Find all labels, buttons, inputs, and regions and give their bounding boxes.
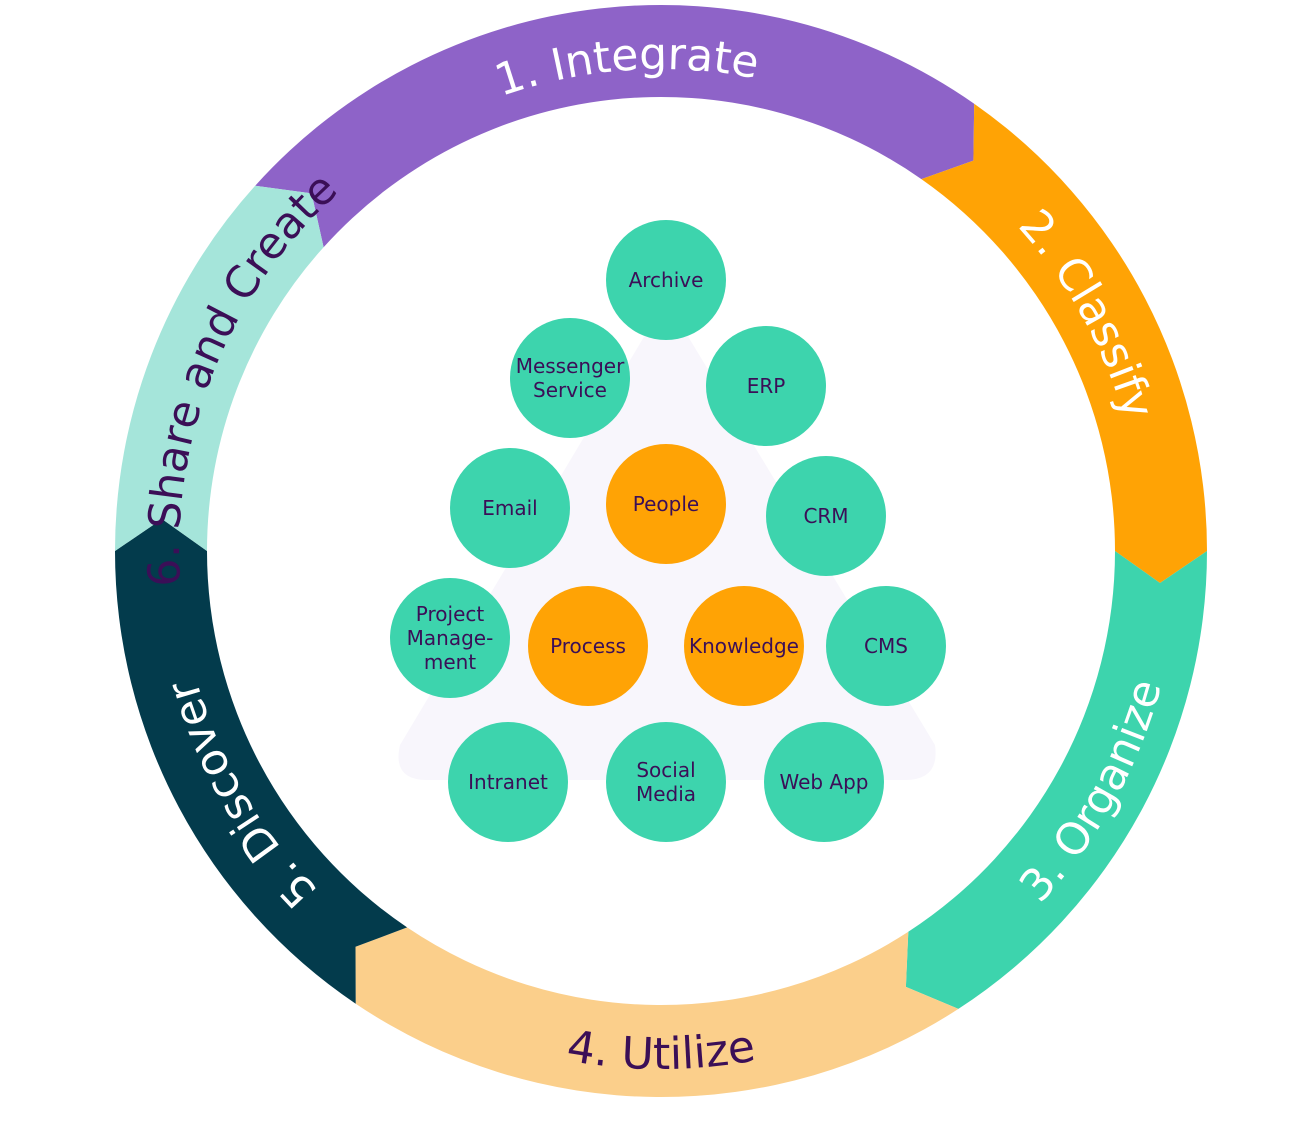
- node-intranet: Intranet: [448, 722, 568, 842]
- step-utilize-label-text: 4. Utilize: [564, 1021, 759, 1080]
- node-circle: [706, 326, 826, 446]
- node-label: ment: [424, 650, 476, 674]
- node-circle: [390, 578, 510, 698]
- node-label: Archive: [629, 268, 704, 292]
- segment-share-and-create: [115, 185, 324, 551]
- node-circle: [606, 220, 726, 340]
- node-circle: [606, 722, 726, 842]
- cycle-ring: [114, 4, 1207, 1098]
- node-process: Process: [528, 586, 648, 706]
- node-circle: [684, 586, 804, 706]
- node-circle: [826, 586, 946, 706]
- segment-discover: [114, 519, 408, 1004]
- node-email: Email: [450, 448, 570, 568]
- node-label: Project: [416, 602, 485, 626]
- node-erp: ERP: [706, 326, 826, 446]
- node-circle: [606, 444, 726, 564]
- node-label: Process: [550, 634, 626, 658]
- node-archive: Archive: [606, 220, 726, 340]
- segment-classify: [921, 103, 1207, 583]
- node-cms: CMS: [826, 586, 946, 706]
- node-label: Knowledge: [689, 634, 799, 658]
- node-label: Web App: [779, 770, 868, 794]
- node-label: Messenger: [516, 354, 625, 378]
- node-web-app: Web App: [764, 722, 884, 842]
- node-label: Manage-: [407, 626, 494, 650]
- node-label: Intranet: [468, 770, 548, 794]
- node-circle: [528, 586, 648, 706]
- node-label: Media: [636, 782, 696, 806]
- node-label: CMS: [864, 634, 908, 658]
- node-label: ERP: [747, 374, 786, 398]
- node-circle: [766, 456, 886, 576]
- node-circle: [448, 722, 568, 842]
- node-label: Social: [636, 758, 695, 782]
- node-circle: [510, 318, 630, 438]
- node-label: Service: [533, 378, 607, 402]
- node-circle: [450, 448, 570, 568]
- segment-organize: [905, 551, 1207, 1009]
- node-label: CRM: [803, 504, 848, 528]
- segment-utilize: [355, 927, 959, 1098]
- step-utilize-label: 4. Utilize: [564, 1021, 759, 1080]
- node-knowledge: Knowledge: [684, 586, 804, 706]
- node-label: People: [633, 492, 699, 516]
- node-crm: CRM: [766, 456, 886, 576]
- segment-integrate: [255, 4, 975, 248]
- node-people: People: [606, 444, 726, 564]
- node-circle: [764, 722, 884, 842]
- node-label: Email: [482, 496, 538, 520]
